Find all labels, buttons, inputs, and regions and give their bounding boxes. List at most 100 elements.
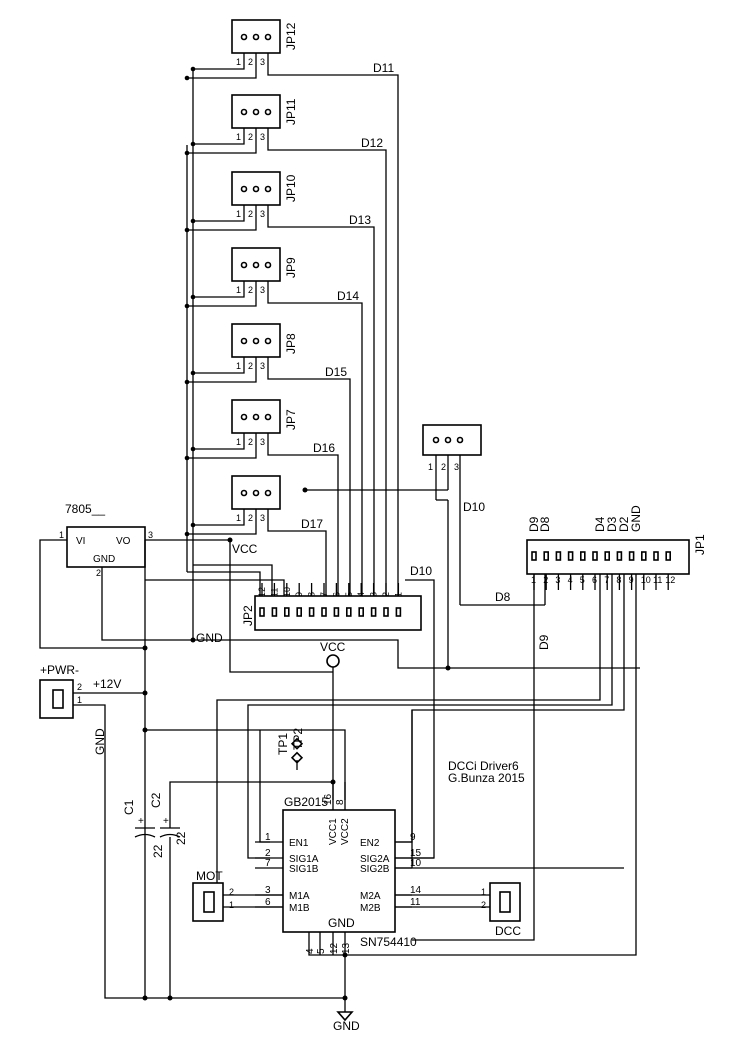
header-pin-7-1: 1 — [236, 513, 241, 523]
header-net-4: D14 — [337, 289, 359, 303]
header-pin-2-3: 3 — [260, 132, 265, 142]
header-ref-6: JP7 — [284, 409, 298, 430]
jp1-net-d9: D9 — [537, 634, 551, 650]
header-pin-2-2: 2 — [248, 132, 253, 142]
ic-ref: GB2015 — [284, 795, 328, 809]
ic-part: SN754410 — [360, 935, 417, 949]
header-pin-6-1: 1 — [236, 437, 241, 447]
ic-pin-2: 2 — [265, 848, 271, 859]
jp1-pin-6: 6 — [592, 575, 597, 585]
jp1-pin-12: 12 — [665, 575, 675, 585]
jp1-pin-5: 5 — [580, 575, 585, 585]
header-pin-5-2: 2 — [248, 361, 253, 371]
c1-value: 22 — [151, 844, 165, 858]
mot-pin2: 2 — [229, 887, 234, 897]
header-net-1: D11 — [373, 61, 394, 75]
mot-pin1: 1 — [229, 900, 234, 910]
jp1-net-d8: D8 — [495, 590, 511, 604]
vcc-label-1: VCC — [232, 542, 258, 556]
gnd-label-1: GND — [196, 631, 223, 645]
ic-pin-7: 7 — [265, 858, 271, 869]
capacitor-c2: C2 + 22 — [149, 792, 188, 845]
c2-plus: + — [163, 816, 169, 827]
dcc-pin2: 2 — [481, 900, 486, 910]
jp1-pin-10: 10 — [641, 575, 651, 585]
dcc-connector: 1 2 DCC — [481, 882, 521, 938]
jp2-pin-6: 6 — [331, 592, 341, 597]
header-ref-4: JP9 — [284, 257, 298, 278]
jp2-pin-3: 3 — [369, 592, 379, 597]
ic-pin-13: 13 — [341, 942, 352, 954]
testpoints: TP1 TP2 — [276, 728, 305, 770]
ic-pin-11: 11 — [410, 897, 421, 908]
header-pin-4-3: 3 — [260, 285, 265, 295]
header-ref-5: JP8 — [284, 333, 298, 354]
header-pin-1-2: 2 — [248, 57, 253, 67]
capacitor-c1: C1 + 22 — [122, 799, 165, 858]
ic-pin-name-m1a: M1A — [289, 891, 310, 902]
ic-pin-3: 3 — [265, 885, 271, 896]
jp2-pin-8: 8 — [307, 592, 317, 597]
jp2-pin-5: 5 — [344, 592, 354, 597]
ic-pin-name-sig2b: SIG2B — [360, 864, 390, 875]
power-pin2: 2 — [77, 682, 82, 692]
servo-top-pin1: 1 — [428, 462, 433, 472]
jp1-signal-d3: D3 — [605, 516, 619, 532]
jp2-pin-10: 10 — [282, 587, 292, 597]
ic-pin-name-en1: EN1 — [289, 838, 309, 849]
ic-pin-8: 8 — [335, 799, 346, 805]
tp2-label: TP2 — [291, 728, 305, 750]
title-line1: DCCi Driver6 — [448, 759, 519, 773]
servo-top-pin2: 2 — [441, 462, 446, 472]
header-net-3: D13 — [349, 213, 371, 227]
header-pin-6-3: 3 — [260, 437, 265, 447]
header-pin-2-1: 1 — [236, 132, 241, 142]
title-line2: G.Bunza 2015 — [448, 771, 525, 785]
v12-label: +12V — [93, 677, 121, 691]
c1-plus: + — [138, 816, 144, 827]
mot-ref: MOT — [196, 869, 223, 883]
ic-pin-name-sig1a: SIG1A — [289, 854, 319, 865]
jp1-signal-d4: D4 — [593, 516, 607, 532]
jp2-pin-7: 7 — [319, 592, 329, 597]
ic-pin-9: 9 — [410, 832, 416, 843]
gnd-symbol-label: GND — [333, 1019, 360, 1033]
regulator-pin1: 1 — [59, 530, 64, 540]
ic-pin-name-en2: EN2 — [360, 838, 380, 849]
jp1-signal-gnd: GND — [629, 505, 643, 532]
jp2-pin-2: 2 — [381, 592, 391, 597]
ic-pin-name-m1b: M1B — [289, 903, 310, 914]
header-pin-4-1: 1 — [236, 285, 241, 295]
header-pin-1-3: 3 — [260, 57, 265, 67]
header-pin-3-1: 1 — [236, 209, 241, 219]
jp1-pin-4: 4 — [568, 575, 573, 585]
regulator-pin3: 3 — [148, 530, 153, 540]
c2-ref: C2 — [149, 792, 163, 808]
ic-pin-name-m2a: M2A — [360, 891, 381, 902]
header-pin-7-3: 3 — [260, 513, 265, 523]
mot-connector: MOT 2 1 — [192, 869, 234, 922]
jp1-pin-11: 11 — [653, 575, 662, 585]
ic-pin-name-vcc2: VCC2 — [340, 818, 351, 845]
jp1-ref: JP1 — [693, 534, 707, 555]
header-ref-3: JP10 — [284, 174, 298, 202]
power-connector: +PWR- 2 1 +12V — [39, 663, 121, 719]
ic-pin-6: 6 — [265, 897, 271, 908]
jp1-pin-9: 9 — [629, 575, 634, 585]
tp1-label: TP1 — [276, 733, 290, 755]
gnd-label-2: GND — [93, 728, 107, 755]
dcc-ref: DCC — [495, 924, 521, 938]
power-ref: +PWR- — [40, 663, 79, 677]
header-pin-5-1: 1 — [236, 361, 241, 371]
ic-pin-12: 12 — [329, 942, 340, 954]
header-pin-3-3: 3 — [260, 209, 265, 219]
servo-header-top-right: 1 2 3 D10 — [422, 424, 485, 605]
jp2-pin-4: 4 — [356, 592, 366, 597]
ic-pin-5: 5 — [316, 948, 327, 954]
ic-gnd: GND — [328, 916, 355, 930]
